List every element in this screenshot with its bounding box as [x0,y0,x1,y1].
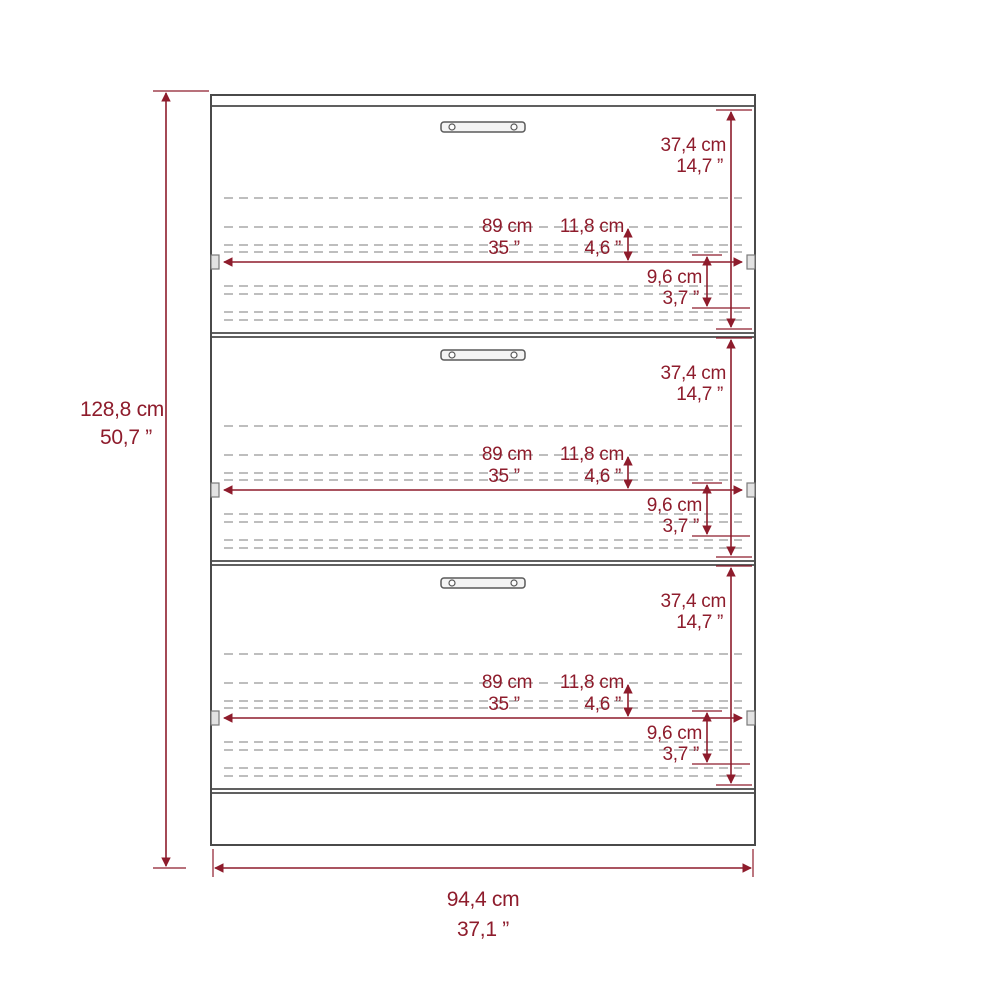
hinge-mark [210,254,220,270]
upper-gap-in-label: 4,6 ” [584,238,621,259]
overall-height-in-label: 50,7 ” [100,426,152,449]
lower-gap-in-label: 3,7 ” [662,288,699,309]
drawer-height-cm-label: 37,4 cm [661,135,727,156]
overall-height-dimension: 128,8 cm 50,7 ” [80,90,209,869]
drawer-1-dimensions: 37,4 cm 14,7 ” 89 cm 35 ” 11,8 cm 4,6 ” … [223,109,752,330]
hinge-mark [210,710,220,726]
drawer-width-cm-label: 89 cm [482,444,532,465]
drawer-height-cm-label: 37,4 cm [661,363,727,384]
drawer-width-in-label: 35 ” [488,466,520,487]
drawer-height-in-label: 14,7 ” [676,156,723,177]
drawer-handle [440,121,526,133]
upper-gap-cm-label: 11,8 cm [560,216,624,237]
handle-screw-icon [448,351,456,359]
hinge-mark [746,482,756,498]
hinge-mark [746,710,756,726]
drawer-3-dimensions: 37,4 cm 14,7 ” 89 cm 35 ” 11,8 cm 4,6 ” … [223,565,752,786]
drawer-1 [210,121,756,321]
lower-gap-cm-label: 9,6 cm [647,495,702,516]
lower-gap-cm-label: 9,6 cm [647,723,702,744]
upper-gap-cm-label: 11,8 cm [560,444,624,465]
overall-height-cm-label: 128,8 cm [80,398,164,421]
drawer-width-cm-label: 89 cm [482,672,532,693]
drawer-width-in-label: 35 ” [488,238,520,259]
handle-screw-icon [510,351,518,359]
drawer-height-in-label: 14,7 ” [676,384,723,405]
hinge-mark [210,482,220,498]
drawer-handle [440,577,526,589]
drawer-2 [210,349,756,549]
lower-gap-in-label: 3,7 ” [662,516,699,537]
handle-screw-icon [448,579,456,587]
drawer-handle [440,349,526,361]
handle-screw-icon [448,123,456,131]
drawer-3 [210,577,756,777]
handle-screw-icon [510,579,518,587]
upper-gap-in-label: 4,6 ” [584,694,621,715]
hinge-mark [746,254,756,270]
overall-width-in-label: 37,1 ” [457,918,509,941]
upper-gap-in-label: 4,6 ” [584,466,621,487]
lower-gap-in-label: 3,7 ” [662,744,699,765]
upper-gap-cm-label: 11,8 cm [560,672,624,693]
drawer-width-cm-label: 89 cm [482,216,532,237]
overall-width-dimension: 94,4 cm 37,1 ” [212,849,754,941]
drawer-width-in-label: 35 ” [488,694,520,715]
drawer-height-in-label: 14,7 ” [676,612,723,633]
drawer-2-dimensions: 37,4 cm 14,7 ” 89 cm 35 ” 11,8 cm 4,6 ” … [223,337,752,558]
drawer-height-cm-label: 37,4 cm [661,591,727,612]
lower-gap-cm-label: 9,6 cm [647,267,702,288]
handle-screw-icon [510,123,518,131]
overall-width-cm-label: 94,4 cm [447,888,520,911]
